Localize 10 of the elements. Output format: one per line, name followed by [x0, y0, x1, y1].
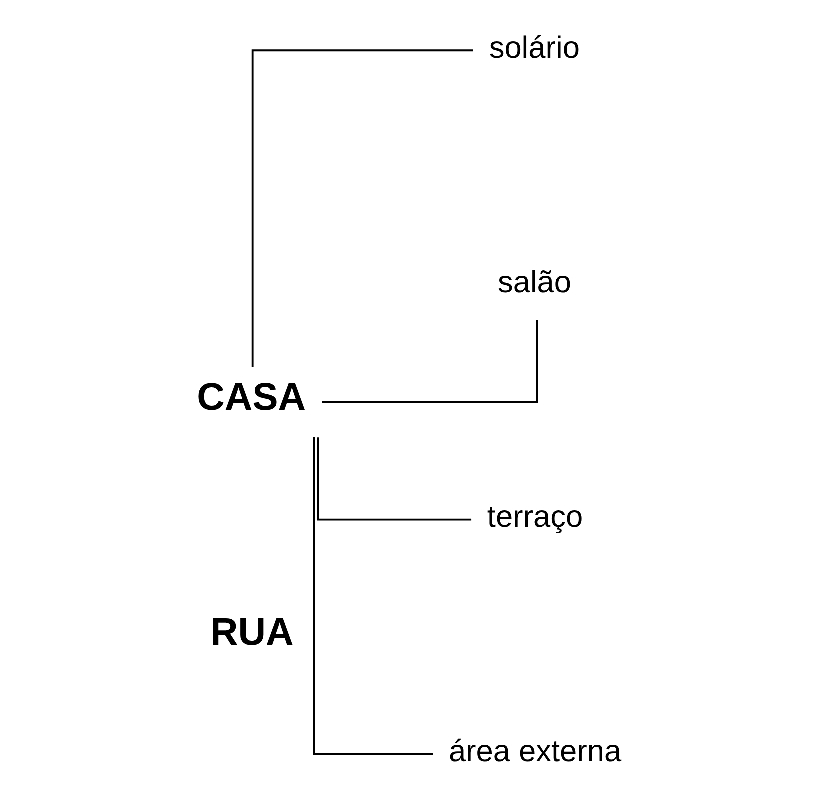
- connector: [322, 320, 538, 404]
- connector: [251, 50, 473, 368]
- node-text: solário: [488, 30, 580, 65]
- node-text: CASA: [196, 376, 306, 420]
- node-text: área externa: [448, 734, 622, 769]
- node-text: salão: [497, 264, 571, 300]
- label: RUA: [210, 610, 294, 654]
- node-text: terraço: [486, 499, 583, 534]
- connector: [312, 438, 433, 756]
- connector: [316, 438, 472, 521]
